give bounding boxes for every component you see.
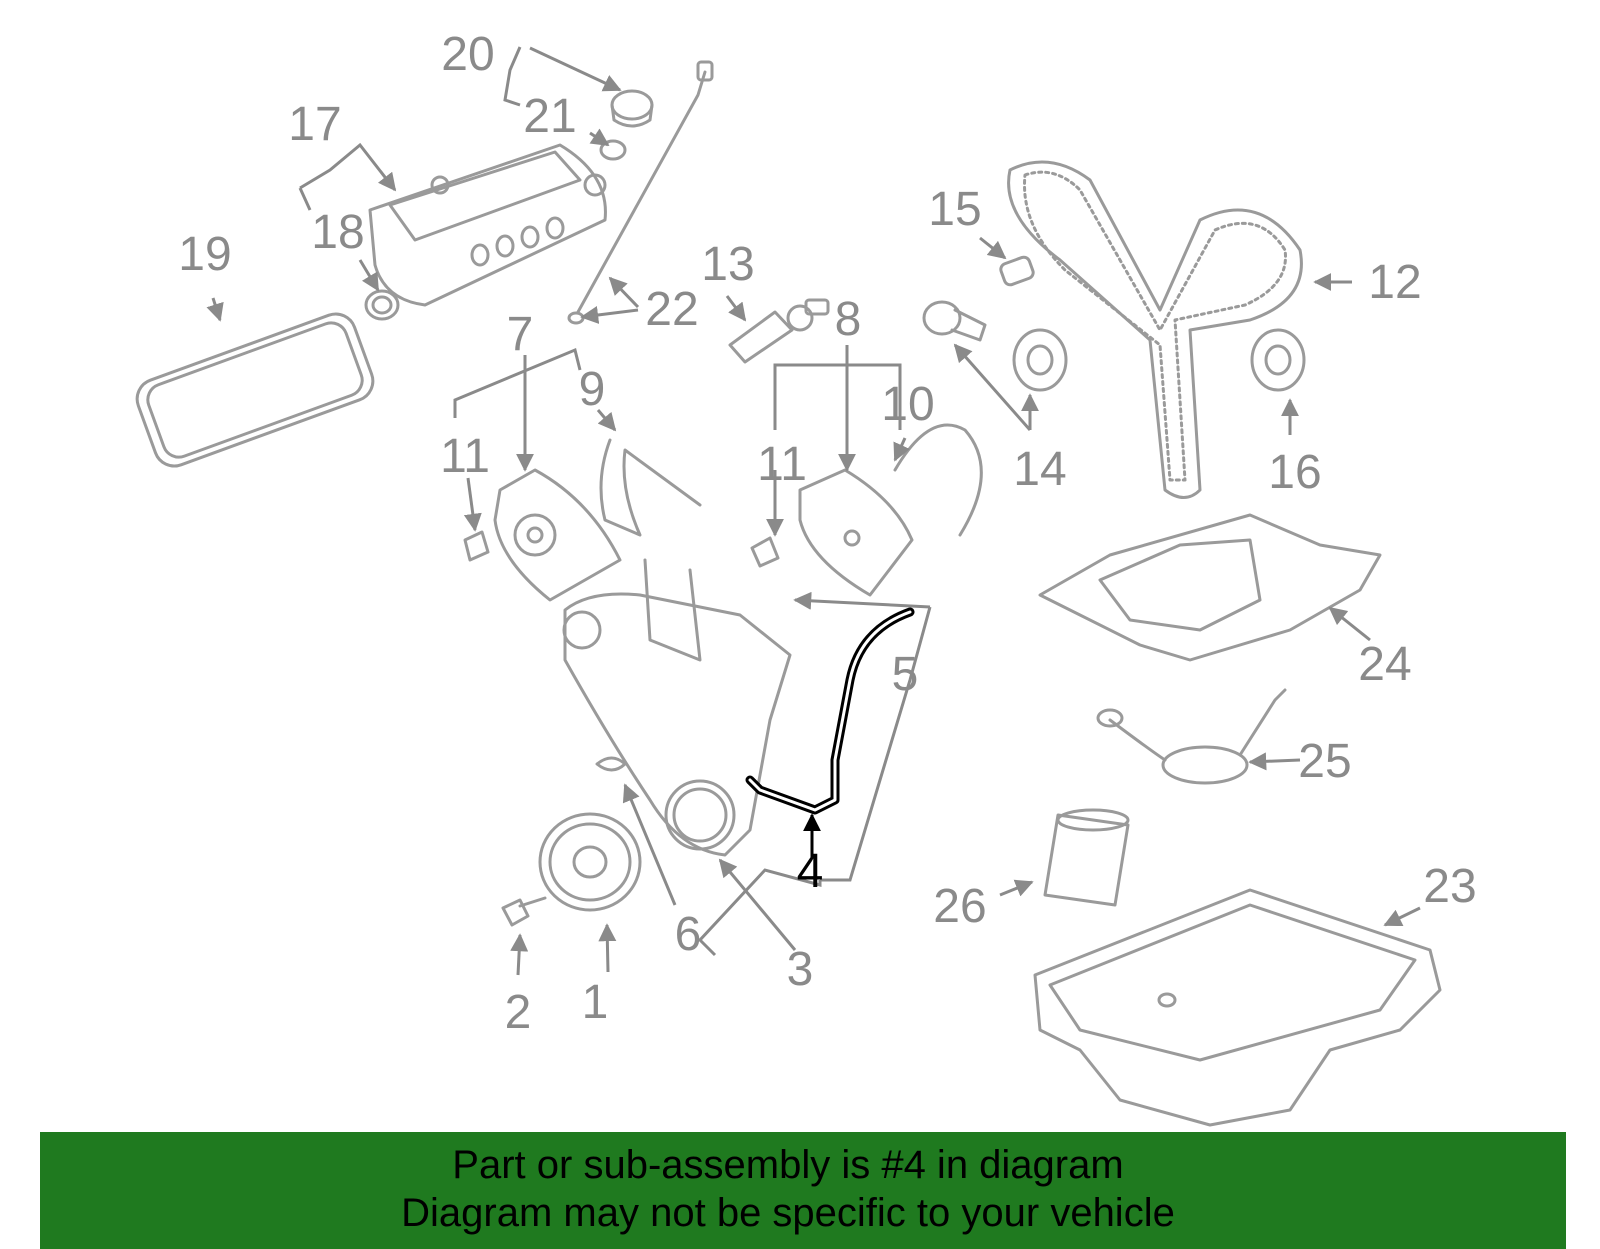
callout-14: 14	[1013, 443, 1066, 496]
part-4-highlighted	[745, 607, 915, 815]
callout-24: 24	[1358, 638, 1411, 691]
bolt-11-right	[750, 536, 780, 568]
callout-5: 5	[892, 648, 919, 701]
banner-disclaimer: Diagram may not be specific to your vehi…	[401, 1191, 1175, 1235]
gasket-9	[599, 438, 702, 537]
oil-filler-cap-20	[610, 89, 654, 128]
callout-9: 9	[579, 363, 606, 416]
callout-12: 12	[1368, 256, 1421, 309]
callout-15: 15	[928, 183, 981, 236]
timing-cover-8	[798, 468, 914, 597]
banner-part-note: Part or sub-assembly is #4 in diagram	[452, 1143, 1124, 1187]
callout-22: 22	[645, 283, 698, 336]
callout-18: 18	[311, 206, 364, 259]
callout-3: 3	[787, 943, 814, 996]
callout-16: 16	[1268, 446, 1321, 499]
callout-23: 23	[1423, 860, 1476, 913]
pulley-bolt-2	[501, 896, 547, 927]
seal-18	[364, 289, 400, 321]
callout-7: 7	[507, 308, 534, 361]
callout-17: 17	[288, 98, 341, 151]
callout-26: 26	[933, 880, 986, 933]
bolt-15	[999, 255, 1035, 287]
baffle-plate-24	[1038, 513, 1382, 662]
callout-8: 8	[835, 293, 862, 346]
callout-21: 21	[523, 90, 576, 143]
callout-11-left: 11	[440, 430, 490, 483]
callout-13: 13	[701, 238, 754, 291]
valve-cover-gasket-19	[135, 312, 375, 468]
callout-11-right: 11	[757, 438, 807, 491]
timing-belt-12	[1007, 160, 1303, 499]
front-cover-3	[562, 558, 792, 857]
callout-6: 6	[675, 908, 702, 961]
camshaft-sensor-13	[728, 298, 830, 364]
callout-1: 1	[582, 976, 609, 1029]
callout-25: 25	[1298, 735, 1351, 788]
leader-lines	[206, 46, 1421, 976]
crankshaft-pulley-1	[538, 812, 642, 912]
o-ring-21	[599, 139, 627, 161]
bracket-6	[595, 756, 627, 772]
callout-2: 2	[505, 986, 532, 1039]
timing-cover-7	[493, 468, 622, 602]
idler-pulley-16	[1250, 328, 1306, 392]
info-banner: Part or sub-assembly is #4 in diagram Di…	[40, 1132, 1566, 1249]
callout-20: 20	[441, 28, 494, 81]
callout-4: 4	[797, 845, 824, 898]
valve-cover-17	[368, 143, 607, 307]
oil-pickup-25	[1096, 688, 1287, 785]
bolt-11-left	[463, 530, 490, 562]
oil-filter-26	[1043, 808, 1130, 907]
gasket-10	[893, 423, 983, 537]
callout-numbers: 1 2 3 4 5 6 7 8 9 10 11 11 12 13 14 15 1…	[178, 28, 1476, 1039]
callout-19: 19	[178, 228, 231, 281]
oil-pan-23	[1033, 888, 1442, 1127]
callout-10: 10	[881, 378, 934, 431]
tensioner-14	[922, 300, 1068, 392]
